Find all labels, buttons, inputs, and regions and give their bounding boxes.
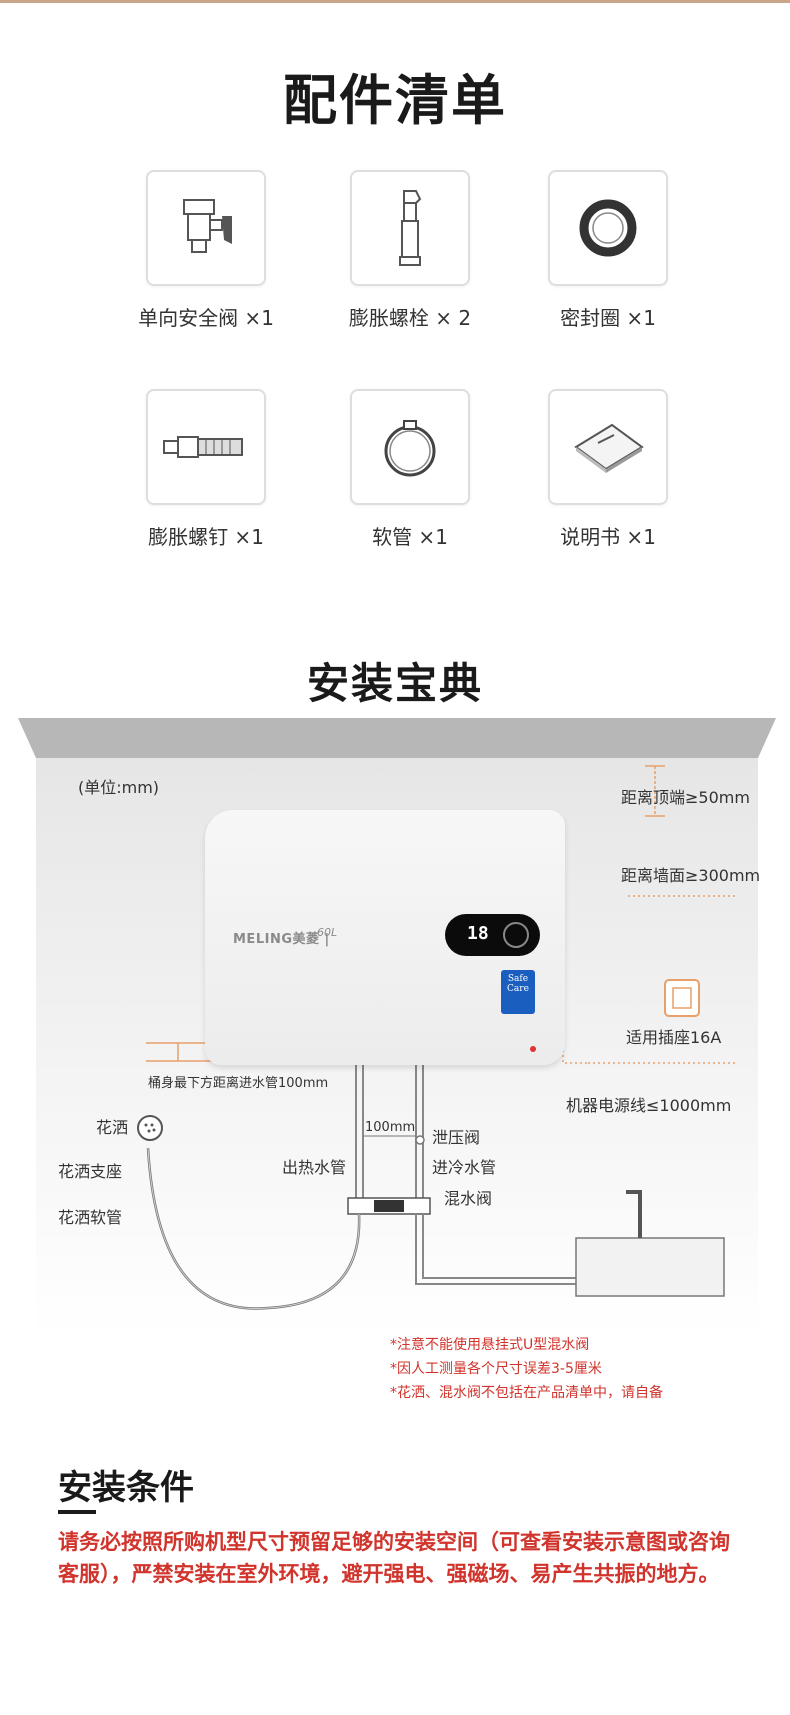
shower-head-label: 花洒 (96, 1118, 129, 1137)
conditions-title: 安装条件 (58, 1468, 194, 1508)
note-line: *因人工测量各个尺寸误差3-5厘米 (390, 1361, 602, 1377)
mixing-valve-label: 混水阀 (444, 1189, 493, 1208)
accessory-item: 软管 ×1 (340, 389, 480, 550)
accessories-title: 配件清单 (283, 69, 507, 132)
water-heater: MELING美菱 | 60L 18 Safe Care (205, 810, 565, 1065)
accessory-item: 膨胀螺钉 ×1 (136, 389, 276, 550)
note-line: *注意不能使用悬挂式U型混水阀 (390, 1337, 590, 1353)
heater-brand: MELING美菱 | (233, 932, 330, 947)
accessory-item: 说明书 ×1 (538, 389, 678, 550)
control-knob-icon (503, 922, 529, 948)
installation-diagram: (单位:mm) 距离顶端≥50mm 距离墙面≥300mm 适用插座16A 机器电… (18, 718, 776, 1418)
dist-top-label: 距离顶端≥50mm (621, 788, 750, 807)
hot-out-label: 出热水管 (282, 1158, 347, 1177)
relief-valve-label: 泄压阀 (432, 1128, 481, 1147)
accessory-item: 膨胀螺栓 × 2 (340, 170, 480, 331)
heater-temperature: 18 (467, 923, 489, 944)
hose-icon (384, 420, 436, 477)
install-title: 安装宝典 (306, 659, 483, 708)
indicator-led-icon (530, 1046, 536, 1052)
cord-label: 机器电源线≤1000mm (566, 1096, 732, 1115)
accessory-item: 密封圈 ×1 (538, 170, 678, 331)
accessory-item: 单向安全阀 ×1 (136, 170, 276, 331)
expansion-screw-icon (163, 436, 243, 458)
heater-capacity: 60L (317, 926, 338, 939)
accessory-label: 膨胀螺栓 × 2 (348, 306, 472, 330)
dist-wall-label: 距离墙面≥300mm (621, 866, 761, 885)
pipe-gap-label: 100mm (365, 1120, 416, 1135)
accessory-label: 单向安全阀 ×1 (138, 306, 274, 330)
safety-valve-icon (183, 199, 232, 253)
unit-label: (单位:mm) (78, 778, 160, 797)
note-line: *花洒、混水阀不包括在产品清单中，请自备 (390, 1385, 663, 1401)
conditions-text: 请务必按照所购机型尺寸预留足够的安装空间（可查看安装示意图或咨询客服），严禁安装… (58, 1530, 730, 1586)
top-divider (0, 0, 790, 3)
manual-icon (574, 423, 644, 473)
accessory-label: 密封圈 ×1 (560, 306, 656, 330)
expansion-bolt-icon (399, 190, 422, 266)
seal-ring-icon (579, 199, 637, 257)
accessory-label: 软管 ×1 (372, 525, 448, 549)
accessory-label: 膨胀螺钉 ×1 (148, 525, 264, 549)
socket-label: 适用插座16A (626, 1028, 722, 1047)
cold-in-label: 进冷水管 (432, 1158, 497, 1177)
conditions-underline (58, 1510, 96, 1514)
accessory-label: 说明书 ×1 (560, 525, 656, 549)
heater-display: 18 (445, 914, 540, 956)
shower-hose-label: 花洒软管 (58, 1208, 123, 1227)
safe-care-badge: Safe Care (501, 970, 535, 1014)
shower-bracket-label: 花洒支座 (58, 1162, 123, 1181)
bottom-gap-label: 桶身最下方距离进水管100mm (148, 1076, 329, 1091)
